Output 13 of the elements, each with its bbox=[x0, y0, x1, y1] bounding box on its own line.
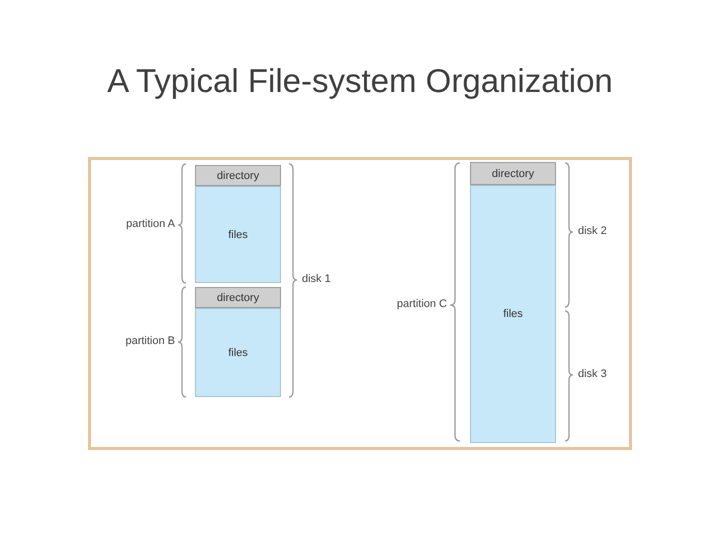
files-box: files bbox=[195, 308, 281, 397]
partition-label: partition B bbox=[125, 335, 175, 348]
directory-box: directory bbox=[195, 165, 281, 186]
directory-box: directory bbox=[195, 287, 281, 308]
partition-label: partition A bbox=[126, 218, 175, 231]
title: A Typical File-system Organization bbox=[107, 62, 613, 100]
disk-label: disk 2 bbox=[578, 225, 607, 238]
disk-label: disk 3 bbox=[578, 368, 607, 381]
disk-label: disk 1 bbox=[302, 273, 331, 286]
partition-label: partition C bbox=[396, 298, 447, 311]
files-box: files bbox=[470, 185, 556, 443]
directory-box: directory bbox=[470, 162, 556, 185]
files-box: files bbox=[195, 186, 281, 283]
